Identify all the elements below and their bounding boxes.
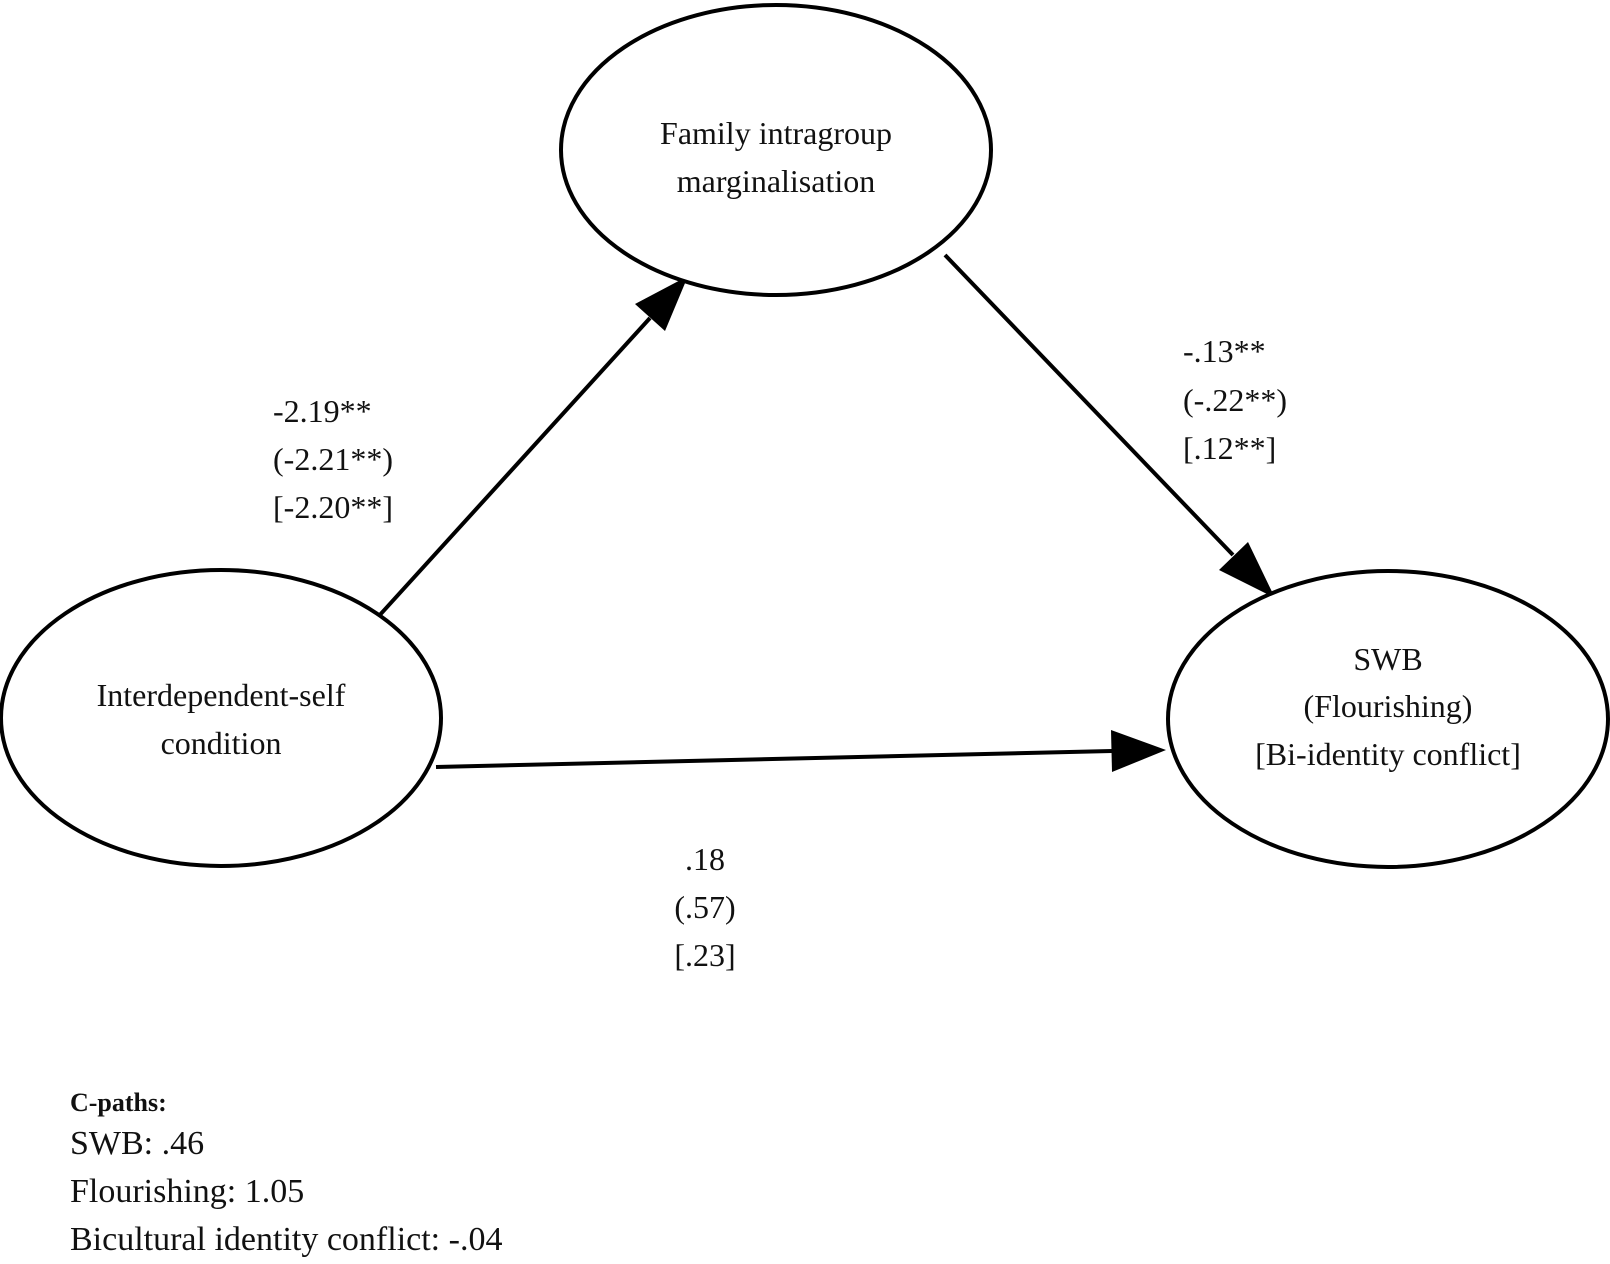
coef-a-line-1: -2.19** <box>273 393 372 429</box>
node-predictor: Interdependent-self condition <box>0 568 443 868</box>
c-path-flourishing: Flourishing: 1.05 <box>70 1173 305 1210</box>
node-outcome-line-3: [Bi-identity conflict] <box>1255 736 1521 772</box>
node-outcome-line-2: (Flourishing) <box>1304 688 1473 724</box>
coef-a-path: -2.19** (-2.21**) [-2.20**] <box>273 393 393 525</box>
node-predictor-line-2: condition <box>161 725 282 761</box>
coef-a-line-2: (-2.21**) <box>273 441 393 477</box>
node-mediator-ellipse <box>559 3 993 297</box>
coef-direct-line-1: .18 <box>685 841 725 877</box>
c-paths-heading: C-paths: <box>70 1088 167 1117</box>
path-arrow-a <box>376 276 688 619</box>
c-paths-notes: C-paths: SWB: .46 Flourishing: 1.05 Bicu… <box>70 1086 502 1264</box>
path-arrow-direct <box>435 730 1166 772</box>
node-outcome-line-1: SWB <box>1353 641 1422 677</box>
c-path-swb: SWB: .46 <box>70 1125 205 1162</box>
coef-b-line-3: [.12**] <box>1183 430 1276 466</box>
coef-direct-line-3: [.23] <box>674 937 735 973</box>
node-outcome-ellipse <box>1166 569 1610 869</box>
coef-direct-line-2: (.57) <box>674 889 735 925</box>
node-predictor-line-1: Interdependent-self <box>97 677 346 713</box>
coef-b-line-2: (-.22**) <box>1183 382 1287 418</box>
node-predictor-ellipse <box>0 568 443 868</box>
node-mediator: Family intragroup marginalisation <box>559 3 993 297</box>
coef-a-line-3: [-2.20**] <box>273 489 393 525</box>
coef-b-line-1: -.13** <box>1183 333 1266 369</box>
c-path-bicultural-conflict: Bicultural identity conflict: -.04 <box>70 1221 503 1258</box>
node-mediator-line-2: marginalisation <box>677 163 875 199</box>
node-mediator-line-1: Family intragroup <box>660 115 892 151</box>
coef-direct-path: .18 (.57) [.23] <box>674 841 735 973</box>
path-arrow-b <box>943 253 1275 598</box>
node-outcome: SWB (Flourishing) [Bi-identity conflict] <box>1166 569 1610 869</box>
coef-b-path: -.13** (-.22**) [.12**] <box>1183 333 1287 466</box>
